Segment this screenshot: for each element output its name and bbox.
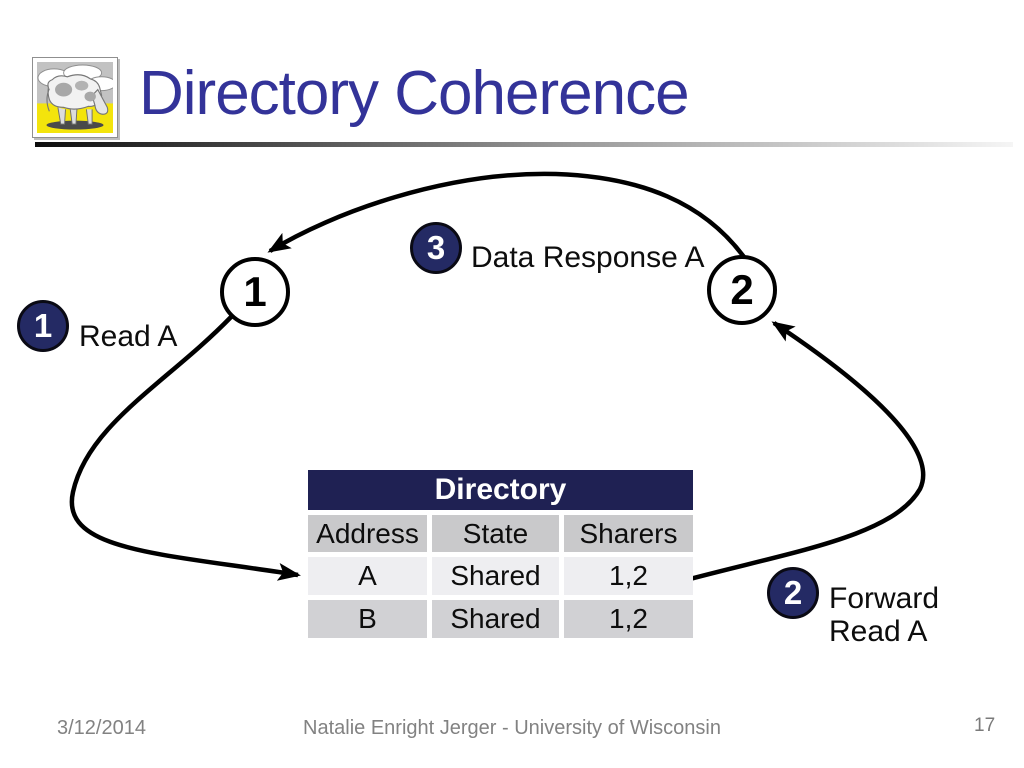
column-header-sharers: Sharers	[564, 515, 693, 552]
title-divider	[35, 142, 1013, 147]
table-cell-row-a-address: A	[308, 557, 427, 595]
page-title: Directory Coherence	[139, 59, 690, 128]
footer-date: 3/12/2014	[57, 717, 146, 739]
step-label-forward-read: Forward Read A	[829, 582, 939, 648]
processor-node-1-label: 1	[243, 268, 267, 315]
step-badge-2: 2	[767, 567, 819, 619]
arrow-forward-read	[685, 321, 926, 583]
processor-node-2-label: 2	[730, 266, 754, 313]
footer-credit: Natalie Enright Jerger - University of W…	[303, 717, 721, 739]
arrow-data-response	[267, 171, 746, 259]
step-badge-3-number: 3	[426, 229, 446, 266]
step-label-forward-line2: Read A	[829, 615, 928, 648]
step-badge-1-number: 1	[33, 307, 53, 344]
step-badge-1: 1	[17, 300, 69, 352]
step-badge-3: 3	[410, 222, 462, 274]
processor-node-1: 1	[220, 257, 290, 327]
directory-table-title: Directory	[308, 470, 693, 510]
cow-logo-icon	[32, 57, 118, 138]
table-cell-row-b-address: B	[308, 600, 427, 638]
column-header-address: Address	[308, 515, 427, 552]
table-cell-row-a-sharers: 1,2	[564, 557, 693, 595]
table-cell-row-b-sharers: 1,2	[564, 600, 693, 638]
column-header-state: State	[432, 515, 559, 552]
step-label-forward-line1: Forward	[829, 582, 940, 615]
step-badge-2-number: 2	[783, 574, 803, 611]
step-label-data-response: Data Response A	[471, 241, 705, 274]
step-label-read-a: Read A	[79, 320, 178, 353]
arrow-read-a	[69, 315, 301, 581]
slide-page-number: 17	[974, 715, 996, 736]
directory-table: Directory Address State Sharers A Shared…	[308, 470, 693, 638]
table-cell-row-a-state: Shared	[432, 557, 559, 595]
processor-node-2: 2	[707, 255, 777, 325]
cow-logo-art	[37, 62, 113, 133]
table-cell-row-b-state: Shared	[432, 600, 559, 638]
